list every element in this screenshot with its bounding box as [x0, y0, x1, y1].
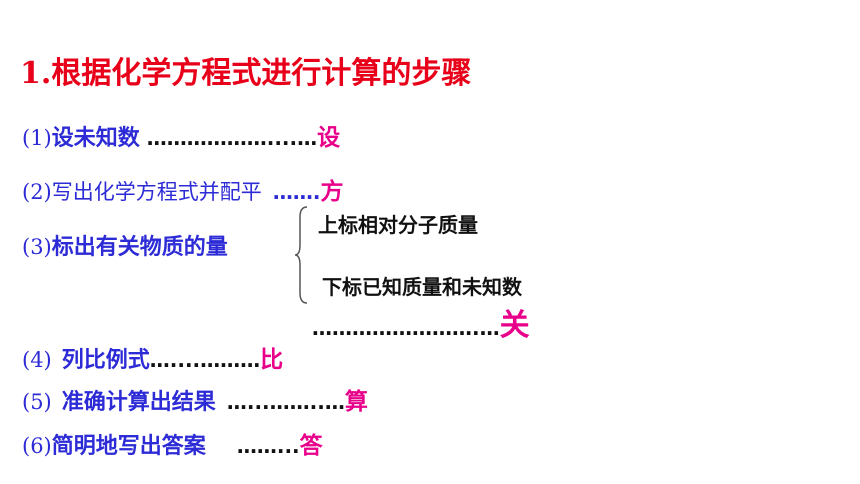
relation-line: …………………….…关	[312, 300, 530, 344]
step-keyword: 算	[344, 389, 368, 415]
step-text: 写出化学方程式并配平	[51, 180, 262, 204]
step-text: 列比例式	[61, 348, 150, 373]
step-1: (1)设未知数 ………………....…设	[22, 118, 340, 152]
curly-brace	[294, 206, 308, 304]
step-2: (2)写出化学方程式并配平 …….方	[22, 172, 343, 206]
relation-keyword: 关	[499, 308, 530, 343]
step-number: (3)	[22, 235, 52, 259]
step-number: (4)	[22, 348, 52, 372]
step-dots: …….	[272, 180, 321, 204]
page-title: 1.根据化学方程式进行计算的步骤	[20, 56, 472, 91]
step-text: 设未知数	[51, 126, 140, 151]
step-4: (4) 列比例式…....………比	[22, 340, 283, 374]
step-number: (6)	[22, 434, 52, 458]
step-6: (6)简明地写出答案 ……...答	[22, 426, 323, 460]
sub-item-upper: 上标相对分子质量	[318, 213, 478, 237]
step-dots: …...……..…	[226, 390, 345, 414]
step-text: 简明地写出答案	[51, 434, 206, 459]
step-number: (1)	[22, 126, 52, 150]
step-keyword: 答	[299, 433, 323, 459]
step-text: 标出有关物质的量	[51, 235, 228, 260]
step-5: (5) 准确计算出结果 …...……..…算	[22, 382, 368, 416]
step-keyword: 比	[260, 347, 284, 373]
step-dots: ……...	[236, 434, 300, 458]
step-text: 准确计算出结果	[61, 390, 216, 415]
step-keyword: 设	[317, 125, 341, 151]
sub-item-lower: 下标已知质量和未知数	[322, 275, 522, 299]
step-dots: ………………....…	[139, 126, 318, 150]
step-keyword: 方	[320, 179, 344, 205]
step-number: (5)	[22, 390, 52, 414]
relation-dots: …………………….…	[312, 316, 500, 340]
step-number: (2)	[22, 180, 52, 204]
step-dots: …....………	[149, 348, 261, 372]
step-3: (3)标出有关物质的量	[22, 229, 228, 261]
